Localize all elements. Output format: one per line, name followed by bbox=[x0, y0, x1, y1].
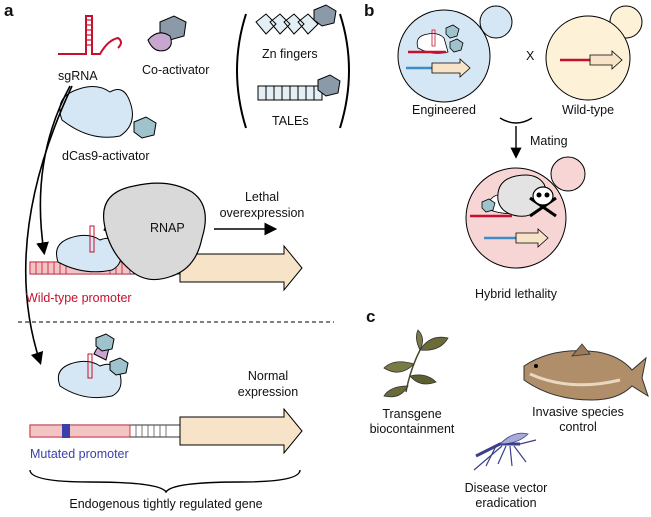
normal-label-line2: expression bbox=[238, 385, 298, 399]
skull-crossbones-icon bbox=[529, 186, 557, 218]
lethal-label-line1: Lethal bbox=[245, 190, 279, 204]
dcas9-activator-icon bbox=[59, 86, 157, 139]
coactivator-label: Co-activator bbox=[142, 63, 209, 77]
cross-symbol: X bbox=[526, 49, 535, 63]
engineered-cell bbox=[397, 5, 513, 103]
arrow-to-mutated bbox=[24, 85, 73, 366]
zn-fingers-label: Zn fingers bbox=[262, 47, 318, 61]
fish-icon bbox=[523, 343, 649, 401]
mating-label: Mating bbox=[530, 134, 568, 148]
wildtype-promoter-label: Wild-type promoter bbox=[26, 291, 132, 305]
mating-bracket bbox=[499, 117, 533, 124]
invasive-label-line1: Invasive species bbox=[532, 405, 624, 419]
wildtype-cell bbox=[545, 5, 643, 101]
tales-label: TALEs bbox=[272, 114, 309, 128]
sgrna-label: sgRNA bbox=[58, 69, 98, 83]
rnap-label: RNAP bbox=[150, 221, 185, 235]
mutated-gene bbox=[29, 407, 303, 455]
arrow-to-wildtype bbox=[36, 85, 71, 256]
wildtype-label: Wild-type bbox=[562, 103, 614, 117]
mutated-promoter-label: Mutated promoter bbox=[30, 447, 129, 461]
right-paren bbox=[339, 13, 350, 129]
unbound-complex bbox=[57, 333, 129, 399]
transgene-label-line2: biocontainment bbox=[370, 422, 455, 436]
panel-a-letter: a bbox=[4, 1, 14, 20]
panel-c-letter: c bbox=[366, 307, 375, 326]
mutation-mark bbox=[62, 424, 70, 438]
gene-brace bbox=[29, 469, 301, 494]
mosquito-icon bbox=[473, 432, 537, 471]
left-paren bbox=[236, 13, 247, 129]
tales-icon bbox=[257, 74, 341, 101]
rnap-icon bbox=[102, 182, 206, 281]
panel-b-letter: b bbox=[364, 1, 374, 20]
lethal-label-line2: overexpression bbox=[220, 206, 305, 220]
sgrna-icon bbox=[58, 15, 122, 55]
plant-icon bbox=[383, 329, 449, 398]
hybrid-cell bbox=[465, 156, 586, 269]
endogenous-gene-label: Endogenous tightly regulated gene bbox=[69, 497, 262, 511]
coactivator-icon bbox=[147, 15, 187, 52]
invasive-label-line2: control bbox=[559, 420, 597, 434]
vector-label-line2: eradication bbox=[475, 496, 536, 510]
dcas9-activator-label: dCas9-activator bbox=[62, 149, 150, 163]
engineered-label: Engineered bbox=[412, 103, 476, 117]
transgene-label-line1: Transgene bbox=[382, 407, 441, 421]
vector-label-line1: Disease vector bbox=[465, 481, 548, 495]
zn-fingers-icon bbox=[255, 4, 337, 35]
normal-label-line1: Normal bbox=[248, 369, 288, 383]
hybrid-lethality-label: Hybrid lethality bbox=[475, 287, 558, 301]
